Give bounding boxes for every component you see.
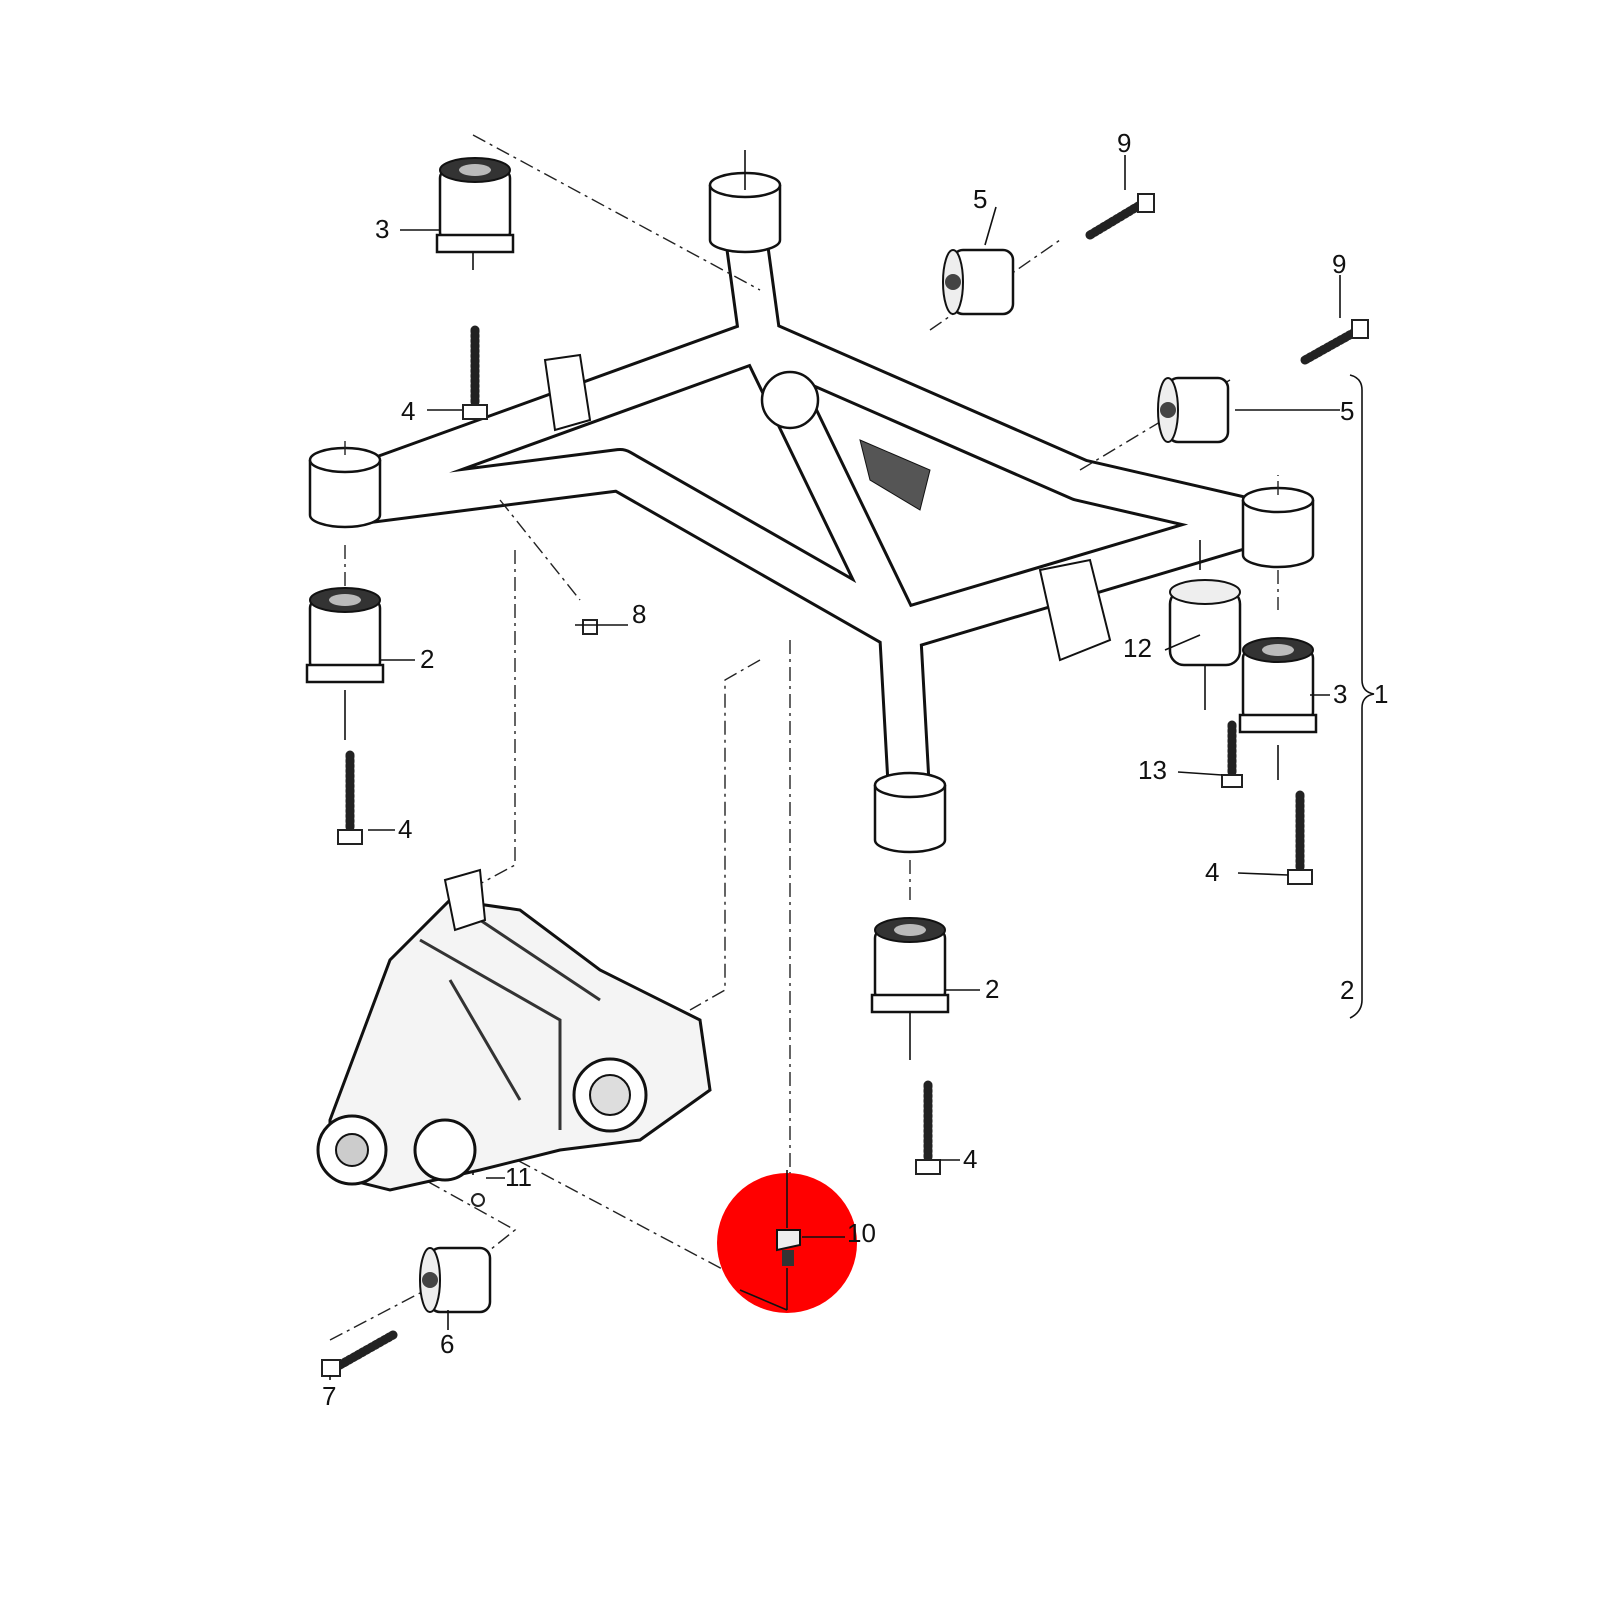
callout-4[interactable]: 4 xyxy=(401,396,415,426)
bushing-3-left xyxy=(435,156,515,254)
callout-2[interactable]: 2 xyxy=(420,644,434,674)
bushing-2-bottom xyxy=(870,916,950,1014)
callout-5[interactable]: 5 xyxy=(973,184,987,214)
bolts xyxy=(321,193,1369,1377)
highlighted-part-10[interactable] xyxy=(717,1170,857,1313)
callout-8[interactable]: 8 xyxy=(632,599,646,629)
callout-4[interactable]: 4 xyxy=(963,1144,977,1174)
callout-7[interactable]: 7 xyxy=(322,1381,336,1411)
callout-3[interactable]: 3 xyxy=(375,214,389,244)
callout-10[interactable]: 10 xyxy=(847,1218,876,1248)
callout-13[interactable]: 13 xyxy=(1138,755,1167,785)
callout-2[interactable]: 2 xyxy=(1340,975,1354,1005)
callout-11[interactable]: 11 xyxy=(505,1162,532,1192)
callout-3[interactable]: 3 xyxy=(1333,679,1347,709)
callout-9[interactable]: 9 xyxy=(1332,249,1346,279)
callout-5[interactable]: 5 xyxy=(1340,396,1354,426)
rear-differential xyxy=(316,868,712,1192)
buffer-12 xyxy=(1168,579,1242,667)
callout-labels: 3 4 9 5 9 5 8 2 12 3 1 13 4 4 2 2 4 11 1… xyxy=(322,128,1388,1411)
subframe xyxy=(308,171,1315,854)
bushing-6 xyxy=(418,1246,492,1314)
callout-2[interactable]: 2 xyxy=(985,974,999,1004)
callout-12[interactable]: 12 xyxy=(1123,633,1152,663)
callout-6[interactable]: 6 xyxy=(440,1329,454,1359)
bushing-5-top xyxy=(941,248,1015,316)
bushing-3-right xyxy=(1238,636,1318,734)
callout-9[interactable]: 9 xyxy=(1117,128,1131,158)
bushing-2-left xyxy=(305,586,385,684)
bushing-5-right xyxy=(1156,376,1230,444)
callout-1[interactable]: 1 xyxy=(1374,679,1388,709)
callout-4[interactable]: 4 xyxy=(1205,857,1219,887)
callout-4[interactable]: 4 xyxy=(398,814,412,844)
